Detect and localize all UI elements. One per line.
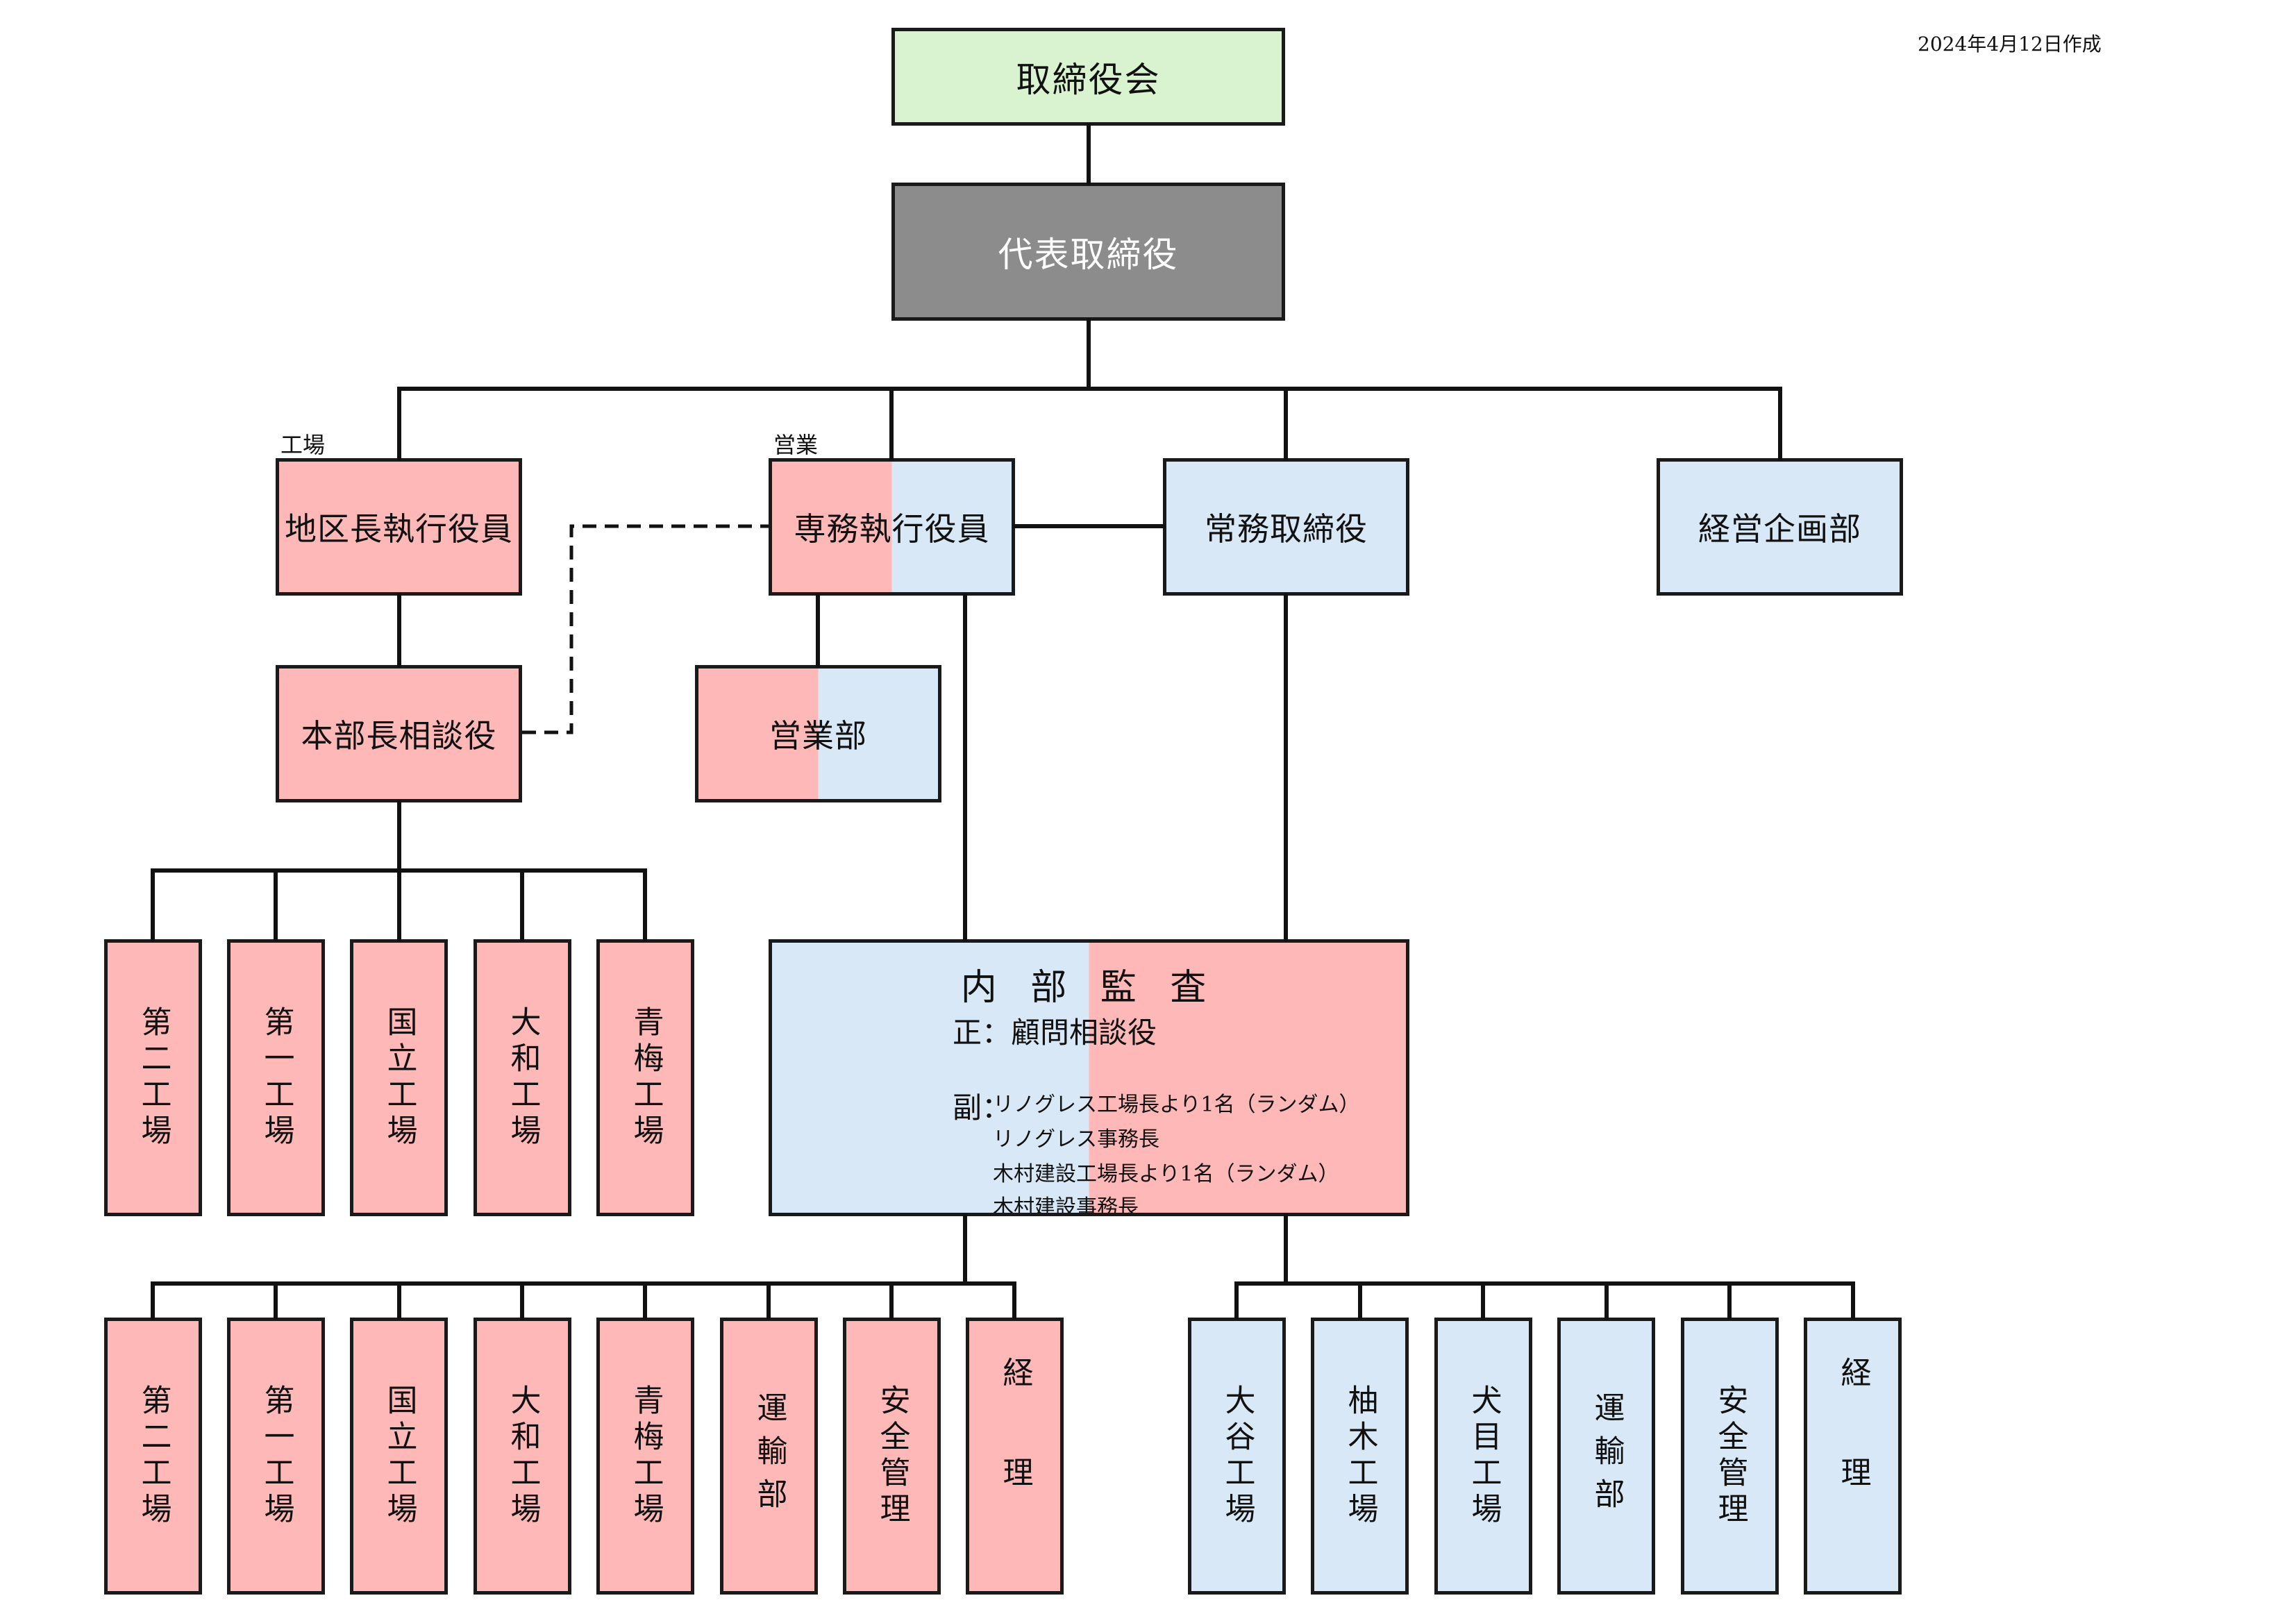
audit-deputy-item: 木村建設事務長	[993, 1195, 1139, 1216]
upper-factory-label: 青梅工場	[628, 1005, 664, 1150]
upper-factory-label: 第一工場	[258, 1005, 294, 1150]
right-unit-box-5: 安全管理	[1681, 1318, 1779, 1595]
planning-dept-box: 経営企画部	[1657, 458, 1903, 596]
left-unit-box-8: 経理	[966, 1318, 1064, 1595]
right-unit-box-4: 運輸部	[1557, 1318, 1655, 1595]
internal-audit-box: 内 部 監 査 正：顧問相談役 副： リノグレス工場長より1名（ランダム） リノ…	[769, 939, 1409, 1216]
factory-tag: 工場	[280, 432, 326, 458]
managing-director-box: 常務取締役	[1163, 458, 1409, 596]
audit-deputy-item: 木村建設工場長より1名（ランダム）	[993, 1162, 1339, 1186]
hq-advisor-label: 本部長相談役	[301, 717, 497, 755]
left-unit-box-7: 安全管理	[843, 1318, 941, 1595]
upper-factory-box-2: 第一工場	[227, 939, 325, 1216]
senior-officer-label: 専務執行役員	[794, 510, 990, 548]
right-unit-label: 犬目工場	[1466, 1384, 1502, 1529]
left-unit-label: 運輸部	[751, 1391, 787, 1521]
upper-factory-label: 大和工場	[505, 1005, 541, 1150]
right-unit-box-3: 犬目工場	[1434, 1318, 1532, 1595]
sales-dept-label: 営業部	[769, 717, 867, 755]
right-unit-box-1: 大谷工場	[1188, 1318, 1286, 1595]
audit-deputy-item: リノグレス事務長	[993, 1127, 1159, 1152]
board-box: 取締役会	[891, 28, 1285, 126]
upper-factory-label: 第二工場	[135, 1005, 171, 1150]
upper-factory-box-3: 国立工場	[350, 939, 448, 1216]
senior-officer-box: 専務執行役員	[769, 458, 1015, 596]
audit-deputy-key: 副：	[953, 1091, 1012, 1125]
left-unit-box-1: 第二工場	[104, 1318, 202, 1595]
right-unit-label: 運輸部	[1589, 1391, 1625, 1521]
upper-factory-label: 国立工場	[381, 1005, 417, 1150]
right-unit-label: 安全管理	[1712, 1384, 1748, 1529]
left-unit-label: 国立工場	[381, 1384, 417, 1529]
right-unit-box-6: 経理	[1804, 1318, 1902, 1595]
left-unit-label: 安全管理	[874, 1384, 910, 1529]
right-unit-box-2: 柚木工場	[1311, 1318, 1409, 1595]
left-unit-box-4: 大和工場	[474, 1318, 571, 1595]
right-unit-label: 大谷工場	[1219, 1384, 1255, 1529]
upper-factory-box-1: 第二工場	[104, 939, 202, 1216]
dashed-link	[522, 524, 769, 734]
sales-dept-box: 営業部	[695, 665, 941, 802]
creation-date: 2024年4月12日作成	[1918, 33, 2102, 56]
left-unit-label: 第一工場	[258, 1384, 294, 1529]
upper-factory-box-5: 青梅工場	[596, 939, 694, 1216]
internal-audit-title: 内 部 監 査	[960, 967, 1218, 1009]
left-unit-label: 大和工場	[505, 1384, 541, 1529]
sales-tag: 営業	[773, 432, 819, 458]
audit-chief: 正：顧問相談役	[953, 1016, 1157, 1050]
audit-deputy-item: リノグレス工場長より1名（ランダム）	[993, 1093, 1360, 1117]
left-unit-box-6: 運輸部	[720, 1318, 818, 1595]
president-label: 代表取締役	[998, 234, 1179, 275]
left-unit-label: 第二工場	[135, 1384, 171, 1529]
board-label: 取締役会	[1016, 59, 1161, 100]
planning-dept-label: 経営企画部	[1698, 510, 1861, 548]
right-unit-label: 柚木工場	[1342, 1384, 1378, 1529]
upper-factory-box-4: 大和工場	[474, 939, 571, 1216]
left-unit-label: 青梅工場	[628, 1384, 664, 1529]
left-unit-box-3: 国立工場	[350, 1318, 448, 1595]
managing-director-label: 常務取締役	[1205, 510, 1368, 548]
right-unit-label: 経理	[1835, 1356, 1871, 1556]
district-officer-label: 地区長執行役員	[285, 510, 513, 548]
left-unit-label: 経理	[997, 1356, 1033, 1556]
